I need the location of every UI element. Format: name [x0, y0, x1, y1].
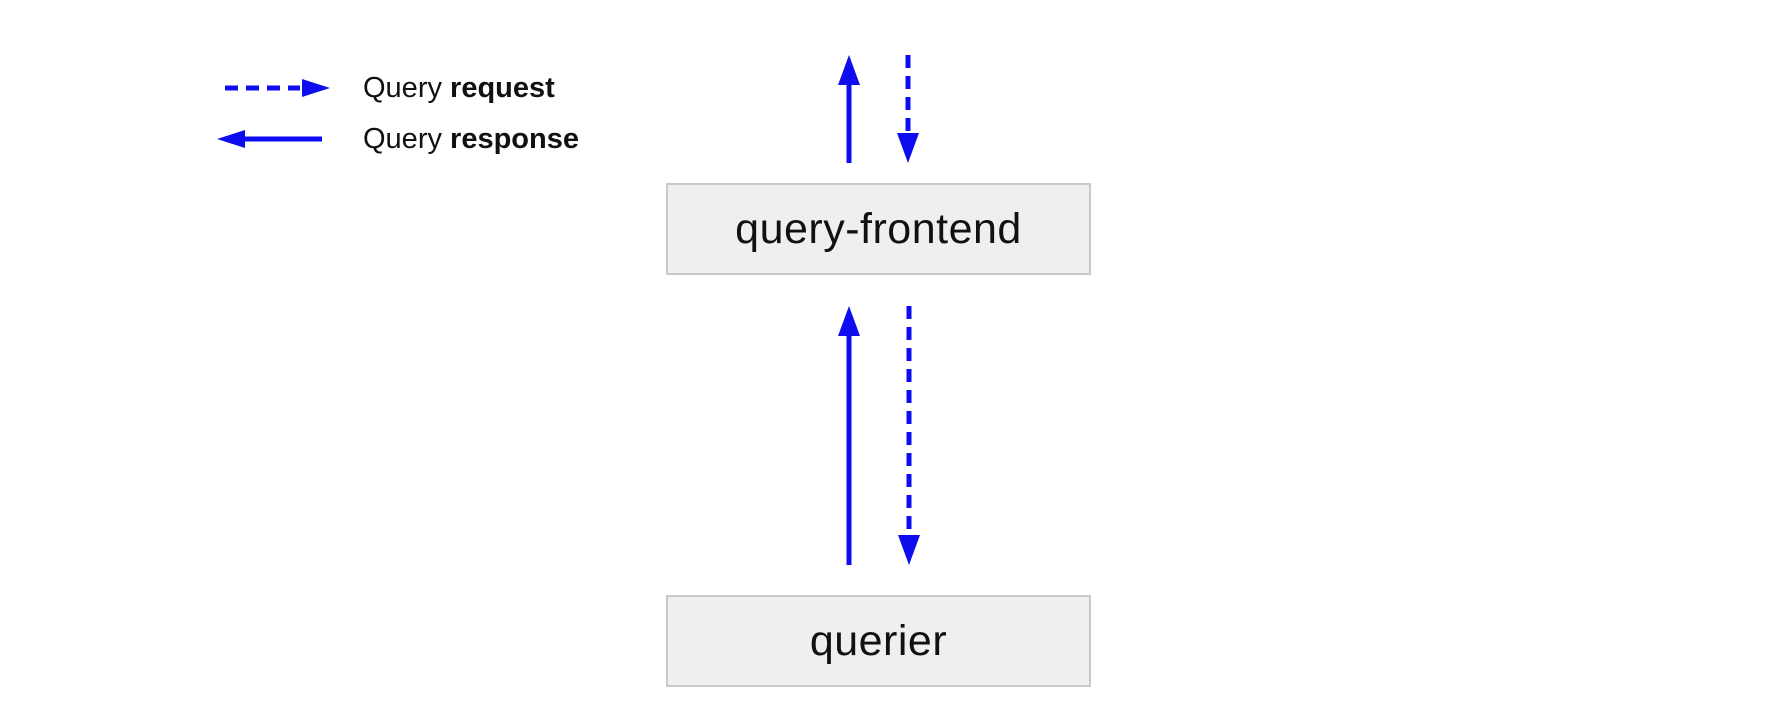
node-query-frontend-label: query-frontend: [735, 204, 1022, 253]
response-arrow-above-frontend: [838, 55, 860, 163]
legend-label-query-request: Query request: [363, 74, 555, 103]
request-arrow-frontend-to-querier: [898, 306, 920, 565]
node-querier-label: querier: [809, 616, 948, 665]
response-arrow-querier-to-frontend: [838, 306, 860, 565]
legend-label-bold: response: [450, 123, 579, 155]
solid-arrow-left-icon: [217, 130, 322, 148]
request-arrow-into-frontend: [897, 55, 919, 163]
node-query-frontend: query-frontend: [666, 183, 1091, 275]
legend-label-bold: request: [450, 72, 555, 104]
dashed-arrow-right-icon: [225, 79, 330, 97]
legend-label-prefix: Query: [363, 72, 451, 104]
node-querier: querier: [666, 595, 1091, 687]
legend-label-query-response: Query response: [363, 125, 579, 154]
legend-item-query-response: Query response: [217, 125, 579, 154]
legend-label-prefix: Query: [363, 123, 451, 155]
legend-item-query-request: Query request: [217, 74, 555, 103]
